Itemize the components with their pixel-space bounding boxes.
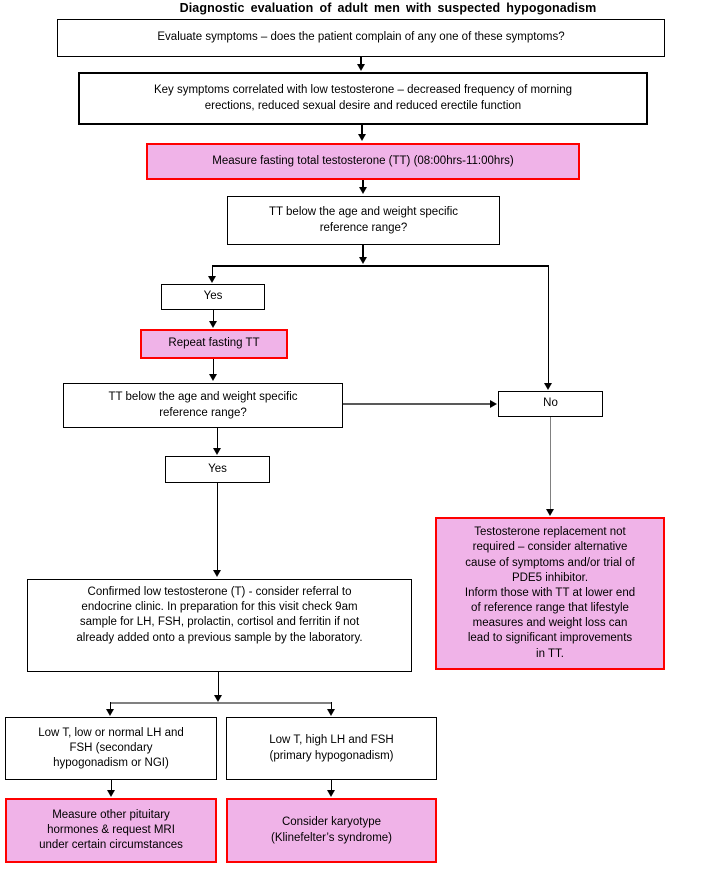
node-key-symptoms: Key symptoms correlated with low testost… xyxy=(78,72,648,125)
node-evaluate-symptoms: Evaluate symptoms – does the patient com… xyxy=(57,19,665,57)
node-no-replacement-info: Testosterone replacement not required – … xyxy=(435,517,665,670)
arrow-down-icon xyxy=(358,257,367,264)
page-title: Diagnostic evaluation of adult men with … xyxy=(179,1,597,15)
arrow-down-icon xyxy=(327,790,335,797)
connector-line xyxy=(110,780,113,791)
node-secondary-hypogonadism: Low T, low or normal LH and FSH (seconda… xyxy=(5,717,217,780)
connector-line xyxy=(362,180,364,188)
arrow-down-icon xyxy=(546,509,554,516)
node-yes-1: Yes xyxy=(161,284,265,310)
arrow-down-icon xyxy=(209,374,217,381)
node-consider-karyotype: Consider karyotype (Klinefelter’s syndro… xyxy=(226,798,437,863)
arrow-down-icon xyxy=(214,695,222,702)
arrow-down-icon xyxy=(208,276,216,283)
connector-line xyxy=(211,265,214,276)
arrow-down-icon xyxy=(209,321,217,328)
connector-line xyxy=(212,310,215,322)
arrow-down-icon xyxy=(358,187,367,194)
node-tt-below-question-2: TT below the age and weight specific ref… xyxy=(63,383,343,428)
connector-line xyxy=(212,265,549,267)
arrow-down-icon xyxy=(107,790,115,797)
connector-line xyxy=(547,265,550,384)
arrow-right-icon xyxy=(490,399,497,408)
node-tt-below-question-1: TT below the age and weight specific ref… xyxy=(227,196,500,245)
connector-line xyxy=(343,403,491,405)
connector-line xyxy=(330,780,333,791)
connector-line xyxy=(216,483,219,571)
arrow-down-icon xyxy=(106,709,114,716)
connector-line xyxy=(216,428,219,449)
node-measure-pituitary: Measure other pituitary hormones & reque… xyxy=(5,798,217,863)
node-primary-hypogonadism: Low T, high LH and FSH (primary hypogona… xyxy=(226,717,437,780)
node-confirmed-low-t: Confirmed low testosterone (T) - conside… xyxy=(27,579,412,672)
connector-line xyxy=(362,245,364,258)
node-measure-tt: Measure fasting total testosterone (TT) … xyxy=(146,143,580,180)
connector-line xyxy=(212,359,215,375)
connector-line xyxy=(330,702,333,710)
arrow-down-icon xyxy=(213,448,221,455)
connector-line xyxy=(109,702,112,710)
arrow-down-icon xyxy=(356,64,365,71)
arrow-down-icon xyxy=(213,570,221,577)
connector-line xyxy=(361,125,363,135)
node-no: No xyxy=(498,391,603,417)
connector-line xyxy=(217,672,220,696)
arrow-down-icon xyxy=(544,383,552,390)
connector-line xyxy=(360,57,362,65)
connector-line xyxy=(549,417,552,510)
connector-line xyxy=(110,702,332,704)
node-repeat-fasting-tt: Repeat fasting TT xyxy=(140,329,288,359)
arrow-down-icon xyxy=(357,134,366,141)
arrow-down-icon xyxy=(327,709,335,716)
node-yes-2: Yes xyxy=(165,456,270,483)
